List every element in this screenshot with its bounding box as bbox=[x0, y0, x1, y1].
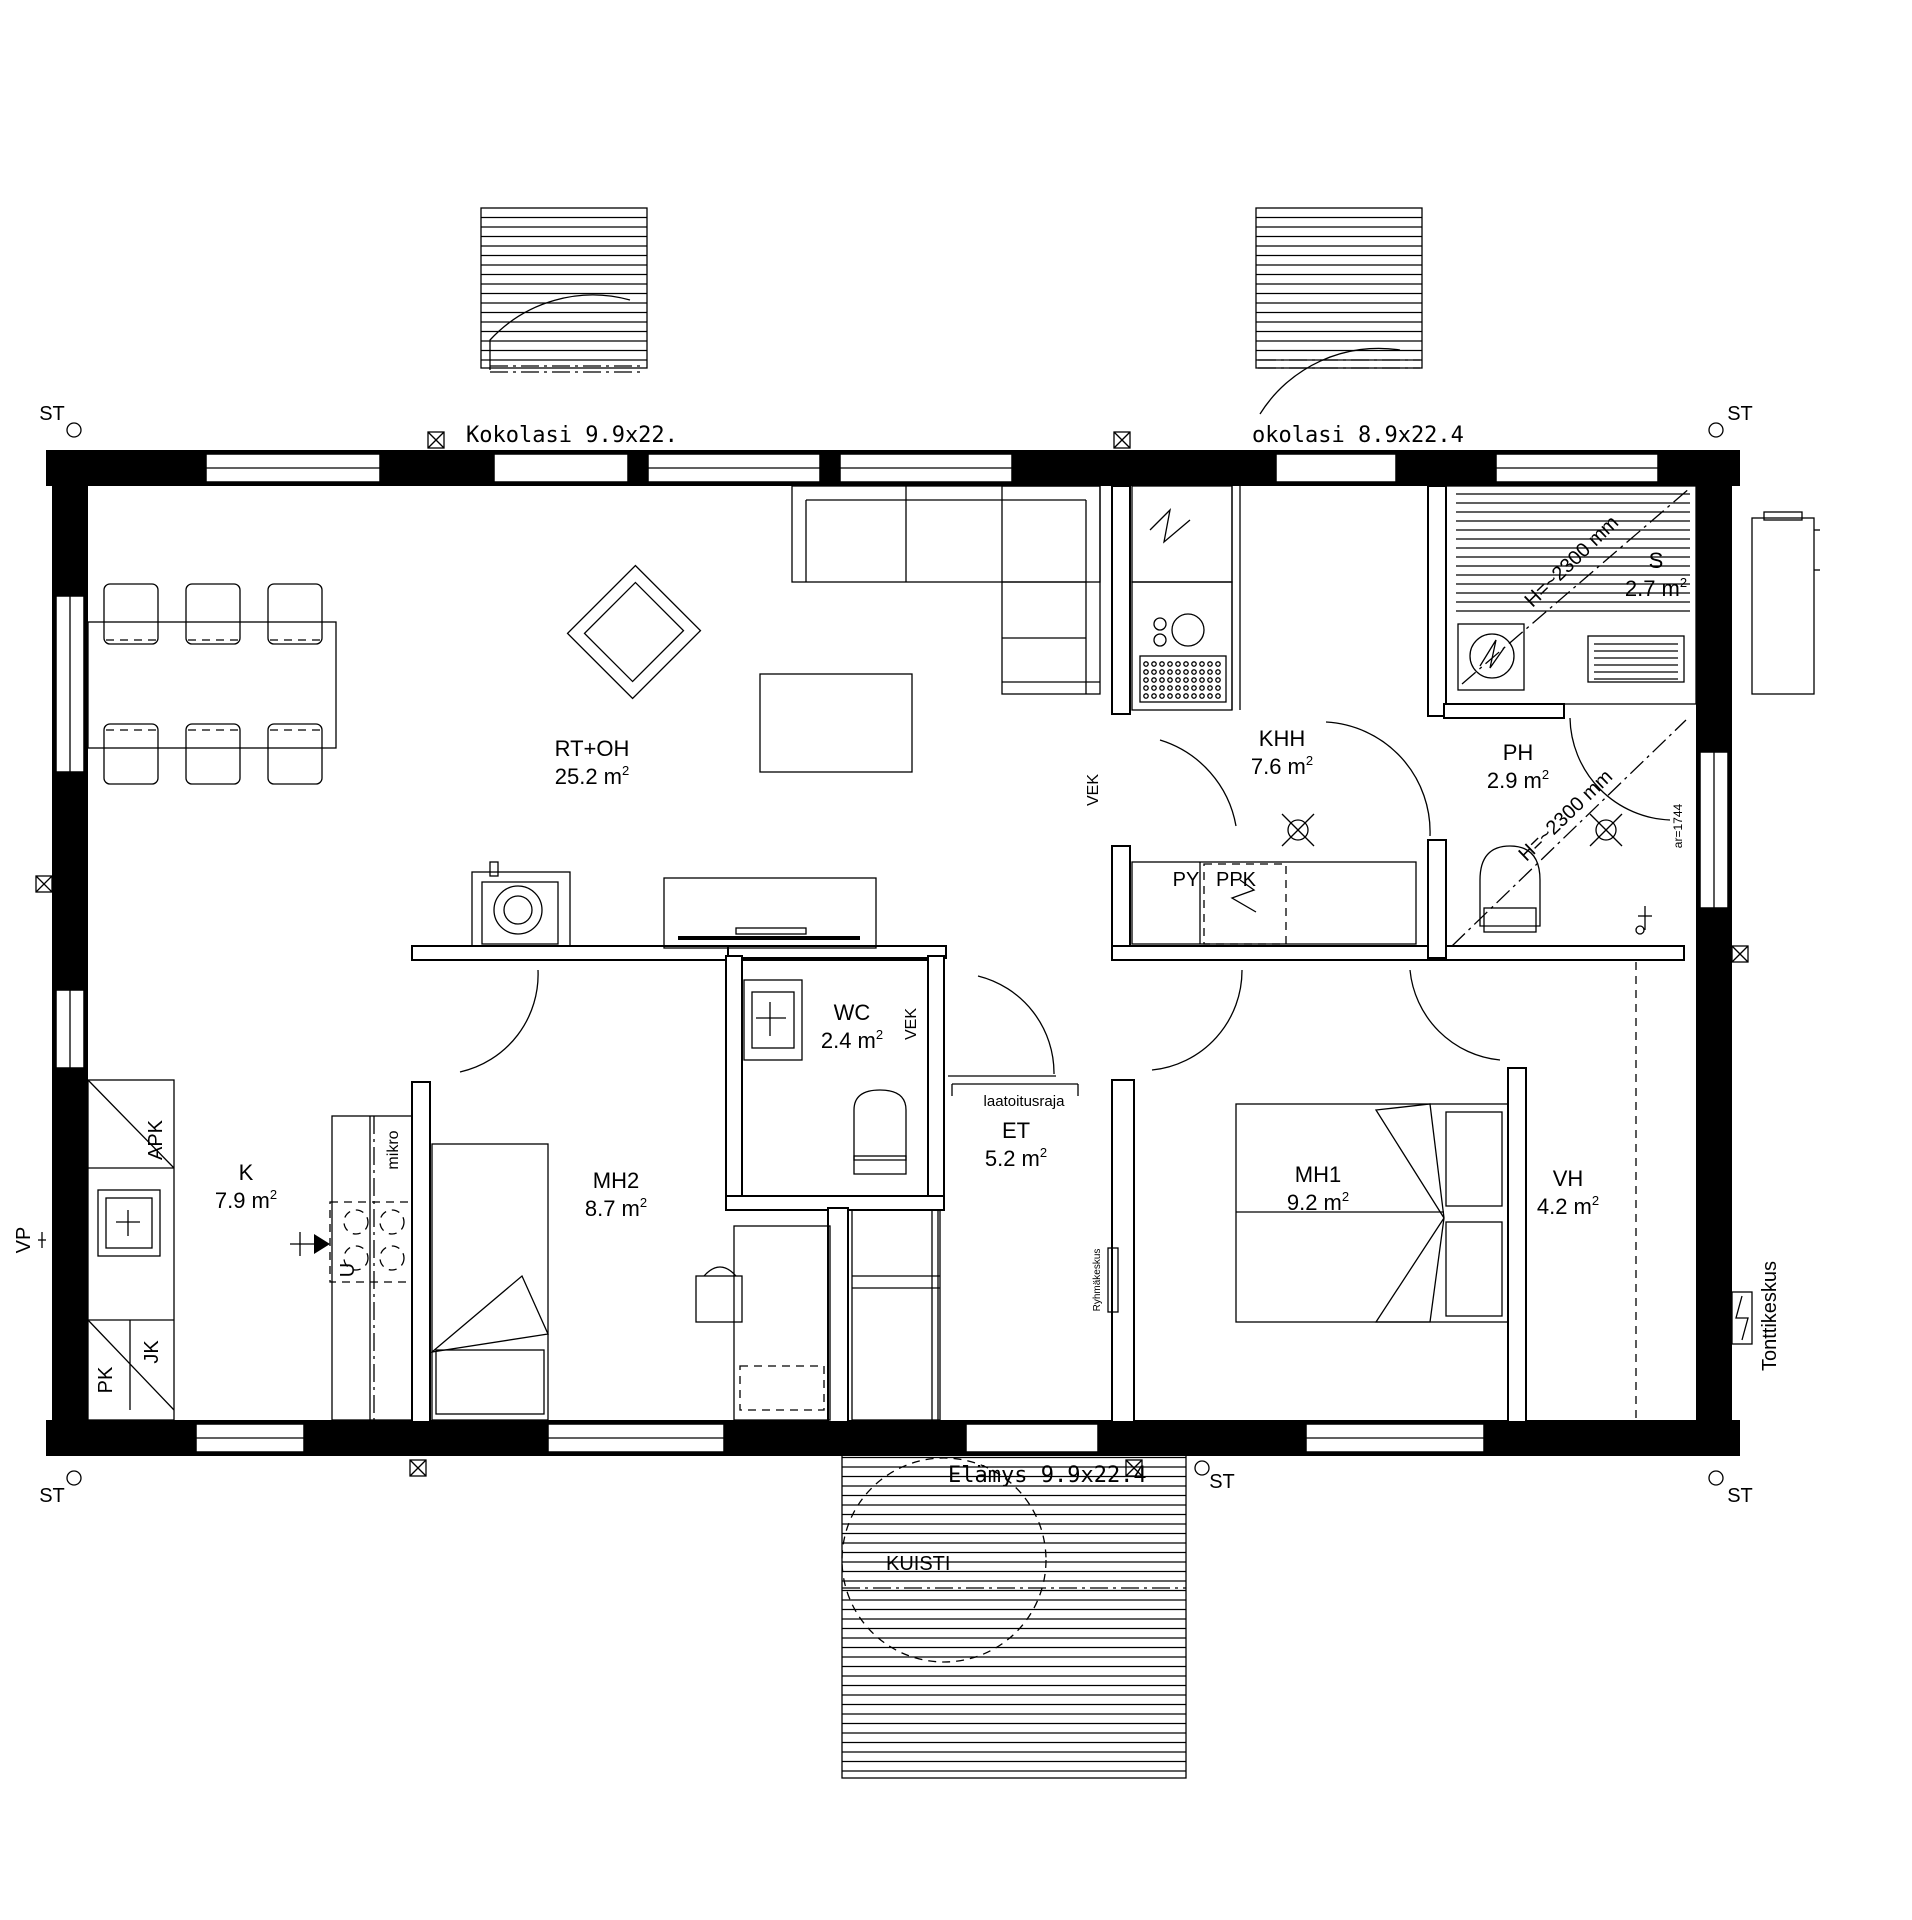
ph-fixtures bbox=[1479, 813, 1652, 935]
dining-table bbox=[87, 583, 337, 785]
room-name-mh1: MH1 bbox=[1295, 1162, 1341, 1187]
room-name-khh: KHH bbox=[1259, 726, 1305, 751]
wc-fixtures bbox=[743, 979, 907, 1175]
st-markers bbox=[66, 422, 1724, 1486]
st-bottom-mid: ST bbox=[1209, 1471, 1235, 1493]
ceiling-light-icon bbox=[1281, 813, 1315, 847]
apk-label: APK bbox=[145, 1119, 167, 1160]
laatoitusraja-label: laatoitusraja bbox=[984, 1093, 1066, 1110]
room-area-rt_oh: 25.2 m2 bbox=[555, 763, 630, 789]
sauna-height-label: H=~2300 mm bbox=[1521, 512, 1623, 612]
u-label: U bbox=[337, 1263, 359, 1277]
coffee-table bbox=[759, 673, 913, 773]
door-label-top-left: Kokolasi 9.9x22. bbox=[466, 423, 678, 448]
room-area-ph: 2.9 m2 bbox=[1487, 767, 1549, 793]
windows bbox=[55, 453, 1729, 1453]
room-area-mh1: 9.2 m2 bbox=[1287, 1189, 1349, 1215]
room-area-khh: 7.6 m2 bbox=[1251, 753, 1313, 779]
door-swings bbox=[459, 717, 1671, 1077]
ph-diagonal bbox=[1451, 719, 1687, 947]
bed-mh1 bbox=[1235, 1103, 1509, 1323]
room-name-vh: VH bbox=[1553, 1166, 1584, 1191]
kuisti-label: KUISTI bbox=[886, 1553, 950, 1575]
armchair bbox=[566, 564, 702, 700]
mikro-label: mikro bbox=[385, 1130, 402, 1169]
room-name-rt_oh: RT+OH bbox=[555, 736, 630, 761]
door-swing-top-left bbox=[489, 294, 631, 370]
terrace-left bbox=[480, 207, 648, 369]
vp-label: VP bbox=[13, 1227, 35, 1254]
room-area-s: 2.7 m2 bbox=[1625, 575, 1687, 601]
khh-fixtures bbox=[1131, 485, 1417, 945]
room-name-wc: WC bbox=[834, 1000, 871, 1025]
tonttikeskus-box bbox=[1731, 1291, 1753, 1345]
st-top-left: ST bbox=[39, 403, 65, 425]
jk-label: JK bbox=[141, 1340, 163, 1364]
py-label: PY bbox=[1173, 869, 1200, 891]
st-bottom-left: ST bbox=[39, 1485, 65, 1507]
room-name-ph: PH bbox=[1503, 740, 1534, 765]
ryhmakeskus-label: Ryhmäkeskus bbox=[1092, 1249, 1103, 1312]
pk-label: PK bbox=[95, 1366, 117, 1393]
room-name-mh2: MH2 bbox=[593, 1168, 639, 1193]
vek-khh-label: VEK bbox=[1085, 774, 1102, 806]
door-label-bottom: Elämys 9.9x22.4 bbox=[948, 1463, 1147, 1488]
room-area-wc: 2.4 m2 bbox=[821, 1027, 883, 1053]
ryhmakeskus-box bbox=[1107, 1247, 1119, 1313]
sauna-benches bbox=[1445, 485, 1697, 705]
terrace-right bbox=[1255, 207, 1423, 369]
outlet-icon bbox=[290, 1232, 330, 1256]
bed-mh2 bbox=[429, 1143, 549, 1421]
st-bottom-right: ST bbox=[1727, 1485, 1753, 1507]
kitchen-counter bbox=[87, 1079, 175, 1421]
sofa bbox=[791, 485, 1101, 695]
room-name-s: S bbox=[1649, 548, 1664, 573]
fireplace bbox=[471, 861, 571, 947]
door-label-top-right: okolasi 8.9x22.4 bbox=[1252, 423, 1464, 448]
tv-bench bbox=[663, 877, 877, 949]
kuisti-porch: KUISTI bbox=[841, 1447, 1187, 1779]
room-name-et: ET bbox=[1002, 1118, 1030, 1143]
desk-mh2 bbox=[695, 1225, 831, 1421]
interior-walls bbox=[411, 485, 1685, 1423]
outdoor-unit bbox=[1751, 511, 1820, 695]
hall-closet bbox=[851, 1209, 941, 1421]
door-swing-top-right bbox=[1259, 347, 1401, 415]
kitchen-island bbox=[329, 1115, 413, 1421]
sauna-stove bbox=[1457, 623, 1525, 691]
vent-markers bbox=[35, 431, 1749, 1477]
room-name-k: K bbox=[239, 1160, 254, 1185]
room-area-vh: 4.2 m2 bbox=[1537, 1193, 1599, 1219]
room-area-et: 5.2 m2 bbox=[985, 1145, 1047, 1171]
tonttikeskus-label: Tonttikeskus bbox=[1759, 1261, 1781, 1371]
st-top-right: ST bbox=[1727, 403, 1753, 425]
vek-wc-label: VEK bbox=[903, 1008, 920, 1040]
sauna-diagonal bbox=[1461, 487, 1691, 685]
ar-label: ar=1744 bbox=[1671, 803, 1685, 848]
room-area-mh2: 8.7 m2 bbox=[585, 1195, 647, 1221]
ppk-label: PPK bbox=[1216, 869, 1257, 891]
room-area-k: 7.9 m2 bbox=[215, 1187, 277, 1213]
